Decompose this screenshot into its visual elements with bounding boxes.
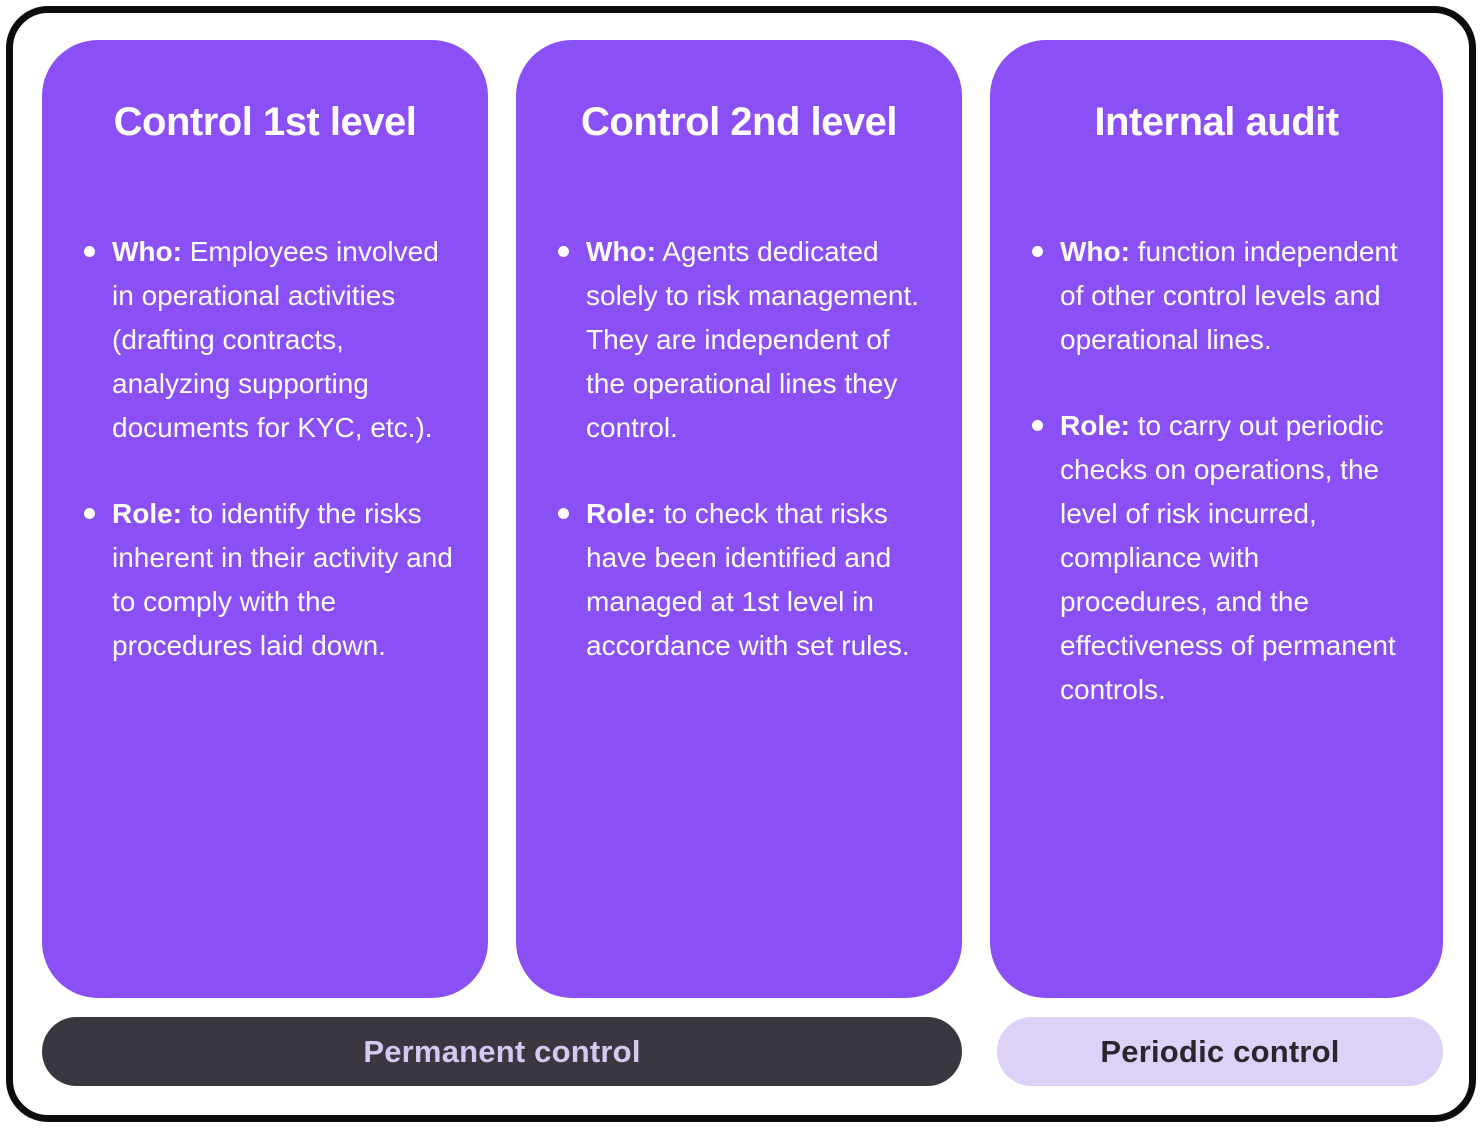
card-bullet-list: Who: Agents dedicated solely to risk man… xyxy=(516,230,962,668)
bullet-dot-icon xyxy=(84,246,95,257)
bullet-label: Role: xyxy=(1060,410,1130,441)
bullet-label: Role: xyxy=(112,498,182,529)
bullet-label: Who: xyxy=(586,236,656,267)
permanent-control-label: Permanent control xyxy=(363,1033,641,1069)
card-title-control-2nd-level: Control 2nd level xyxy=(581,100,898,144)
periodic-control-bar: Periodic control xyxy=(997,1017,1443,1086)
bullet-role: Role: to check that risks have been iden… xyxy=(558,492,928,668)
bullet-who: Who: Employees involved in operational a… xyxy=(84,230,454,450)
bullet-text: Employees involved in operational activi… xyxy=(112,236,439,443)
bullet-dot-icon xyxy=(84,508,95,519)
card-title-internal-audit: Internal audit xyxy=(1094,100,1339,144)
bullet-label: Role: xyxy=(586,498,656,529)
bullet-dot-icon xyxy=(558,246,569,257)
periodic-control-label: Periodic control xyxy=(1100,1033,1340,1069)
bullet-text: function independent of other control le… xyxy=(1060,236,1398,355)
card-title-control-1st-level: Control 1st level xyxy=(113,100,417,144)
bullet-who: Who: function independent of other contr… xyxy=(1032,230,1409,362)
bullet-text: to identify the risks inherent in their … xyxy=(112,498,453,661)
card-bullet-list: Who: function independent of other contr… xyxy=(990,230,1443,712)
bullet-text: Agents dedicated solely to risk manageme… xyxy=(586,236,920,443)
bullet-dot-icon xyxy=(1032,420,1043,431)
bullet-role: Role: to identify the risks inherent in … xyxy=(84,492,454,668)
bullet-label: Who: xyxy=(1060,236,1130,267)
bullet-dot-icon xyxy=(1032,246,1043,257)
card-bullet-list: Who: Employees involved in operational a… xyxy=(42,230,488,668)
bullet-label: Who: xyxy=(112,236,182,267)
permanent-control-bar: Permanent control xyxy=(42,1017,962,1086)
bullet-who: Who: Agents dedicated solely to risk man… xyxy=(558,230,928,450)
bullet-dot-icon xyxy=(558,508,569,519)
bullet-text: to carry out periodic checks on operatio… xyxy=(1060,410,1396,705)
card-internal-audit: Internal audit Who: function independent… xyxy=(990,40,1443,998)
bullet-role: Role: to carry out periodic checks on op… xyxy=(1032,404,1409,712)
card-control-2nd-level: Control 2nd level Who: Agents dedicated … xyxy=(516,40,962,998)
card-control-1st-level: Control 1st level Who: Employees involve… xyxy=(42,40,488,998)
bullet-text: to check that risks have been identified… xyxy=(586,498,910,661)
